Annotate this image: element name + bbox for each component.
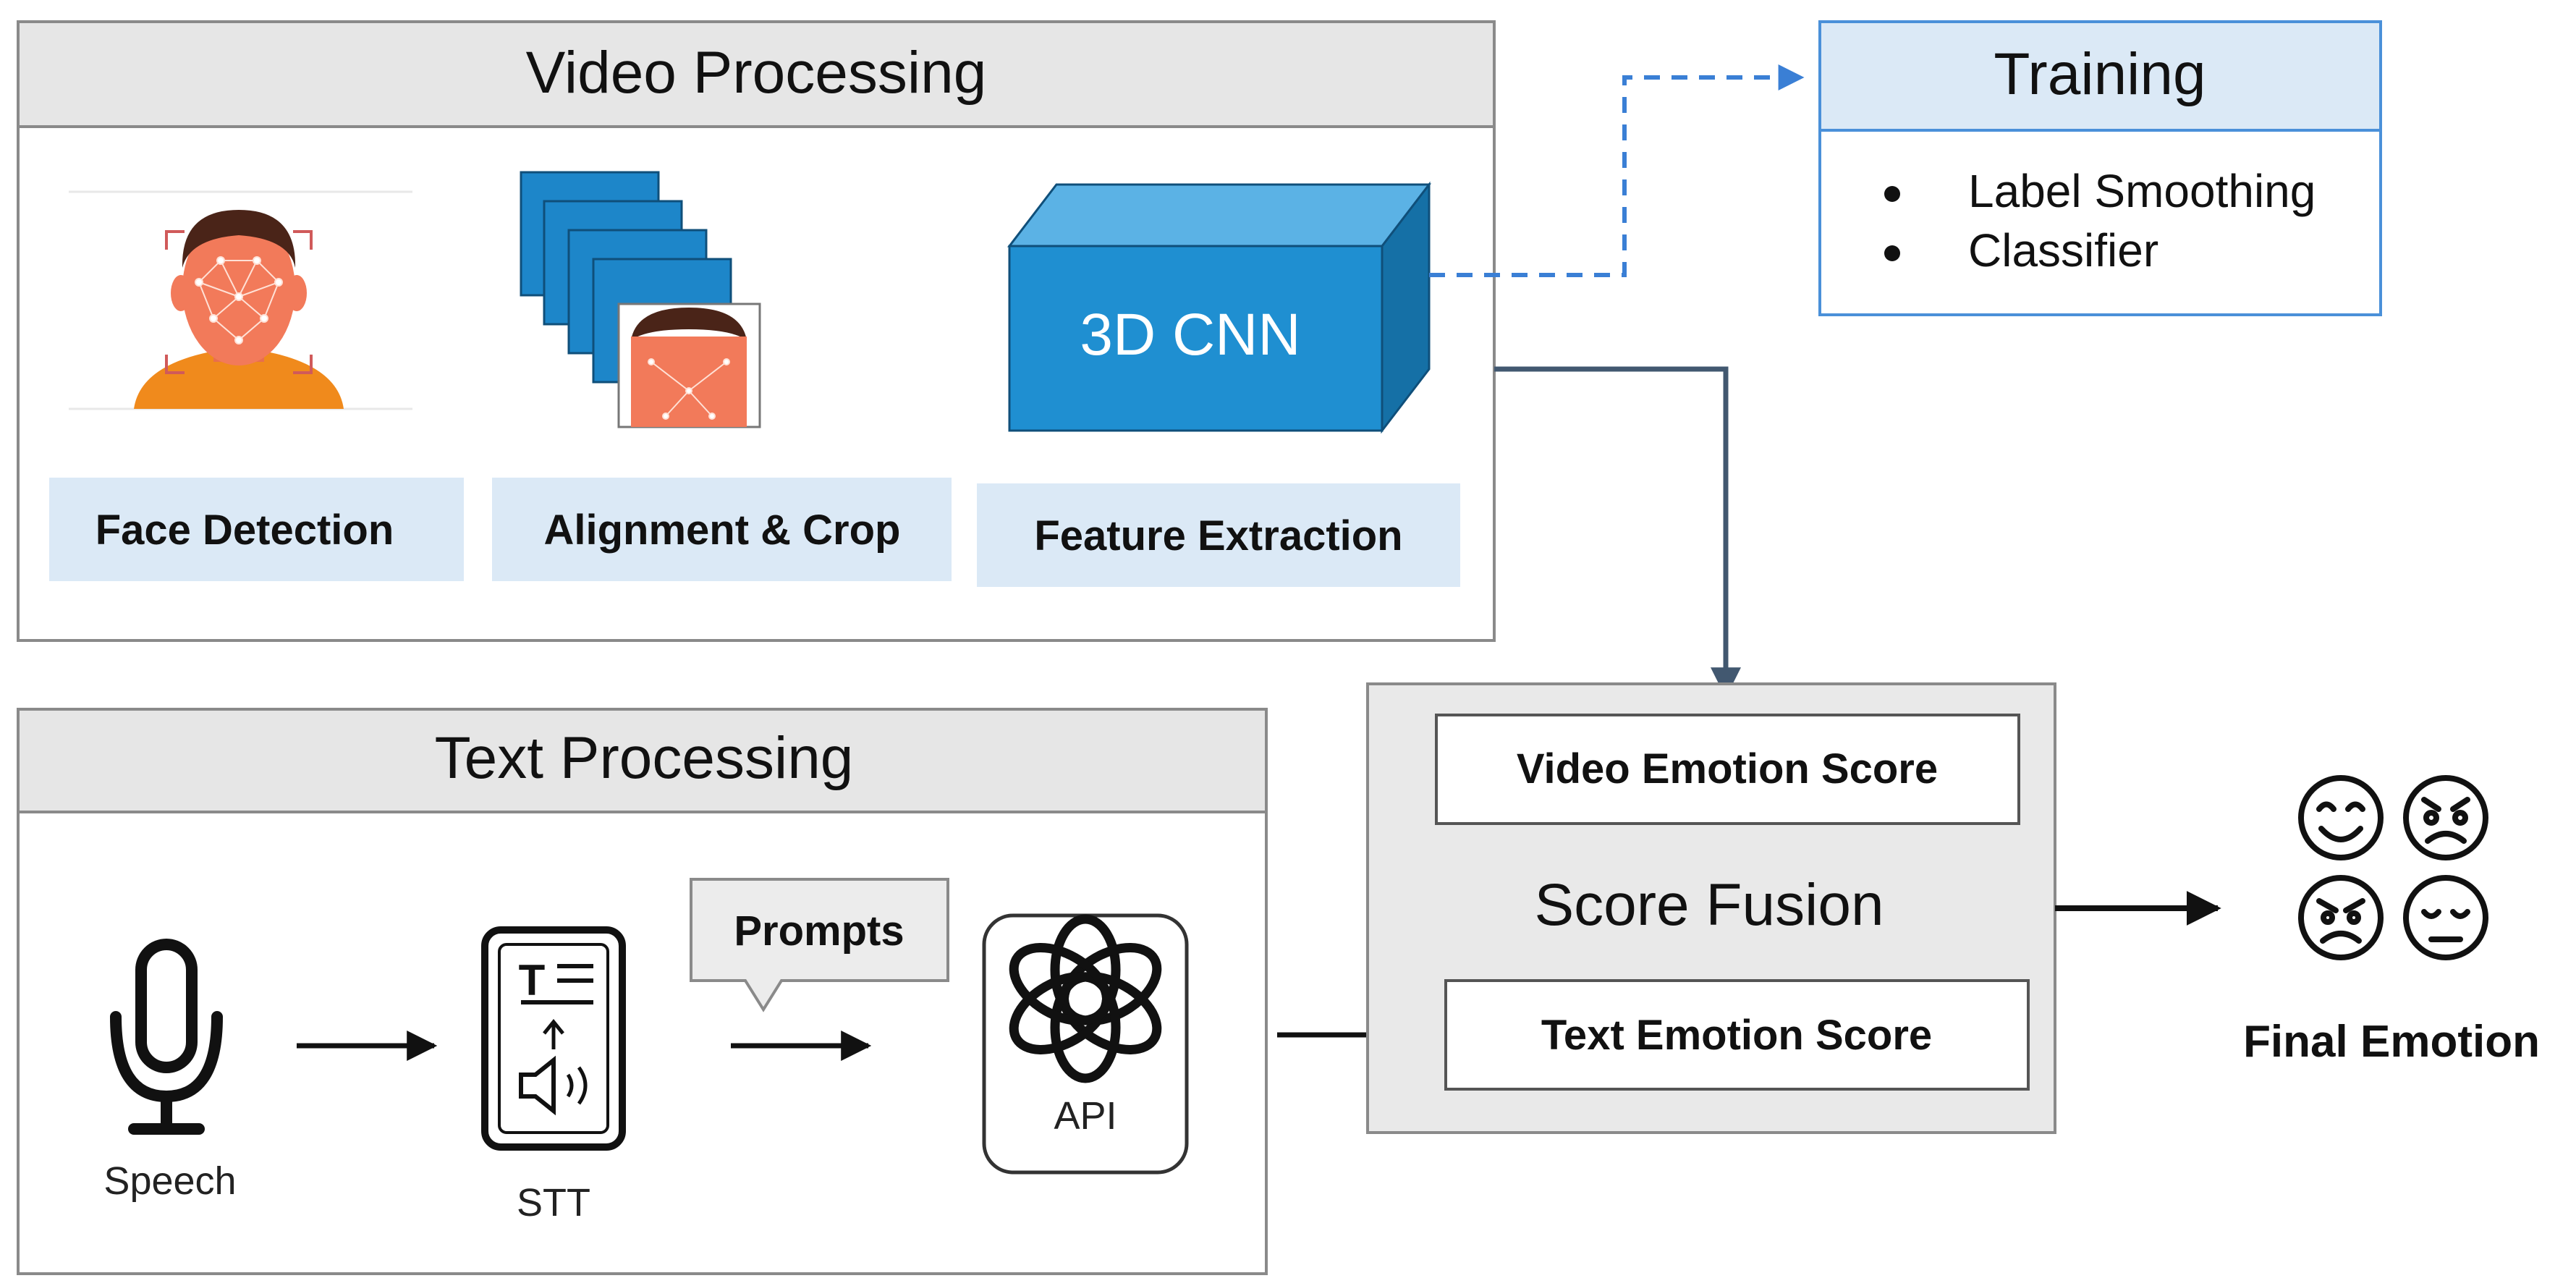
prompts-label: Prompts [734,908,904,955]
svg-text:T: T [519,956,546,1004]
face-detection-icon [69,190,412,410]
text-processing-title: Text Processing [435,725,854,791]
text-emotion-score: Text Emotion Score [1541,1012,1932,1059]
video-emotion-score: Video Emotion Score [1517,745,1938,792]
microphone-icon [110,939,223,1135]
crying-face-icon [2403,775,2488,860]
stacked-frames-icon [520,171,761,428]
video-processing-panel: Video Processing [17,20,1496,642]
prompts-callout: Prompts [690,878,949,1012]
stt-label: STT [517,1181,590,1224]
api-label: API [1054,1094,1117,1138]
angry-face-icon [2298,875,2384,960]
step-label-feature-extraction: Feature Extraction [1034,512,1402,559]
dashed-arrow-to-training [1429,64,1805,277]
openai-knot-icon [1009,914,1162,1083]
training-panel: Training Label Smoothing Classifier [1818,20,2382,316]
training-item-label-smoothing: Label Smoothing [1968,165,2316,217]
training-title: Training [1994,41,2206,107]
training-item-classifier: Classifier [1968,224,2158,276]
arrow-video-to-fusion [1494,366,1741,698]
cnn-label: 3D CNN [1080,302,1300,368]
speech-label: Speech [103,1159,236,1203]
final-emotion-icons [2298,775,2488,960]
sleepy-face-icon [2403,875,2488,960]
step-label-alignment-crop: Alignment & Crop [544,507,901,554]
api-box: API [982,913,1189,1175]
text-processing-panel: Text Processing Speech T STT [17,708,1268,1275]
stt-icon: T [481,926,626,1151]
video-processing-title: Video Processing [526,40,987,106]
step-label-face-detection: Face Detection [96,507,394,554]
smile-face-icon [2298,775,2384,860]
score-fusion-panel: Video Emotion Score Score Fusion Text Em… [1366,682,2056,1134]
3d-cnn-block: 3D CNN [1007,181,1432,434]
score-fusion-title: Score Fusion [1534,872,1884,938]
final-emotion-label: Final Emotion [2243,1017,2540,1067]
